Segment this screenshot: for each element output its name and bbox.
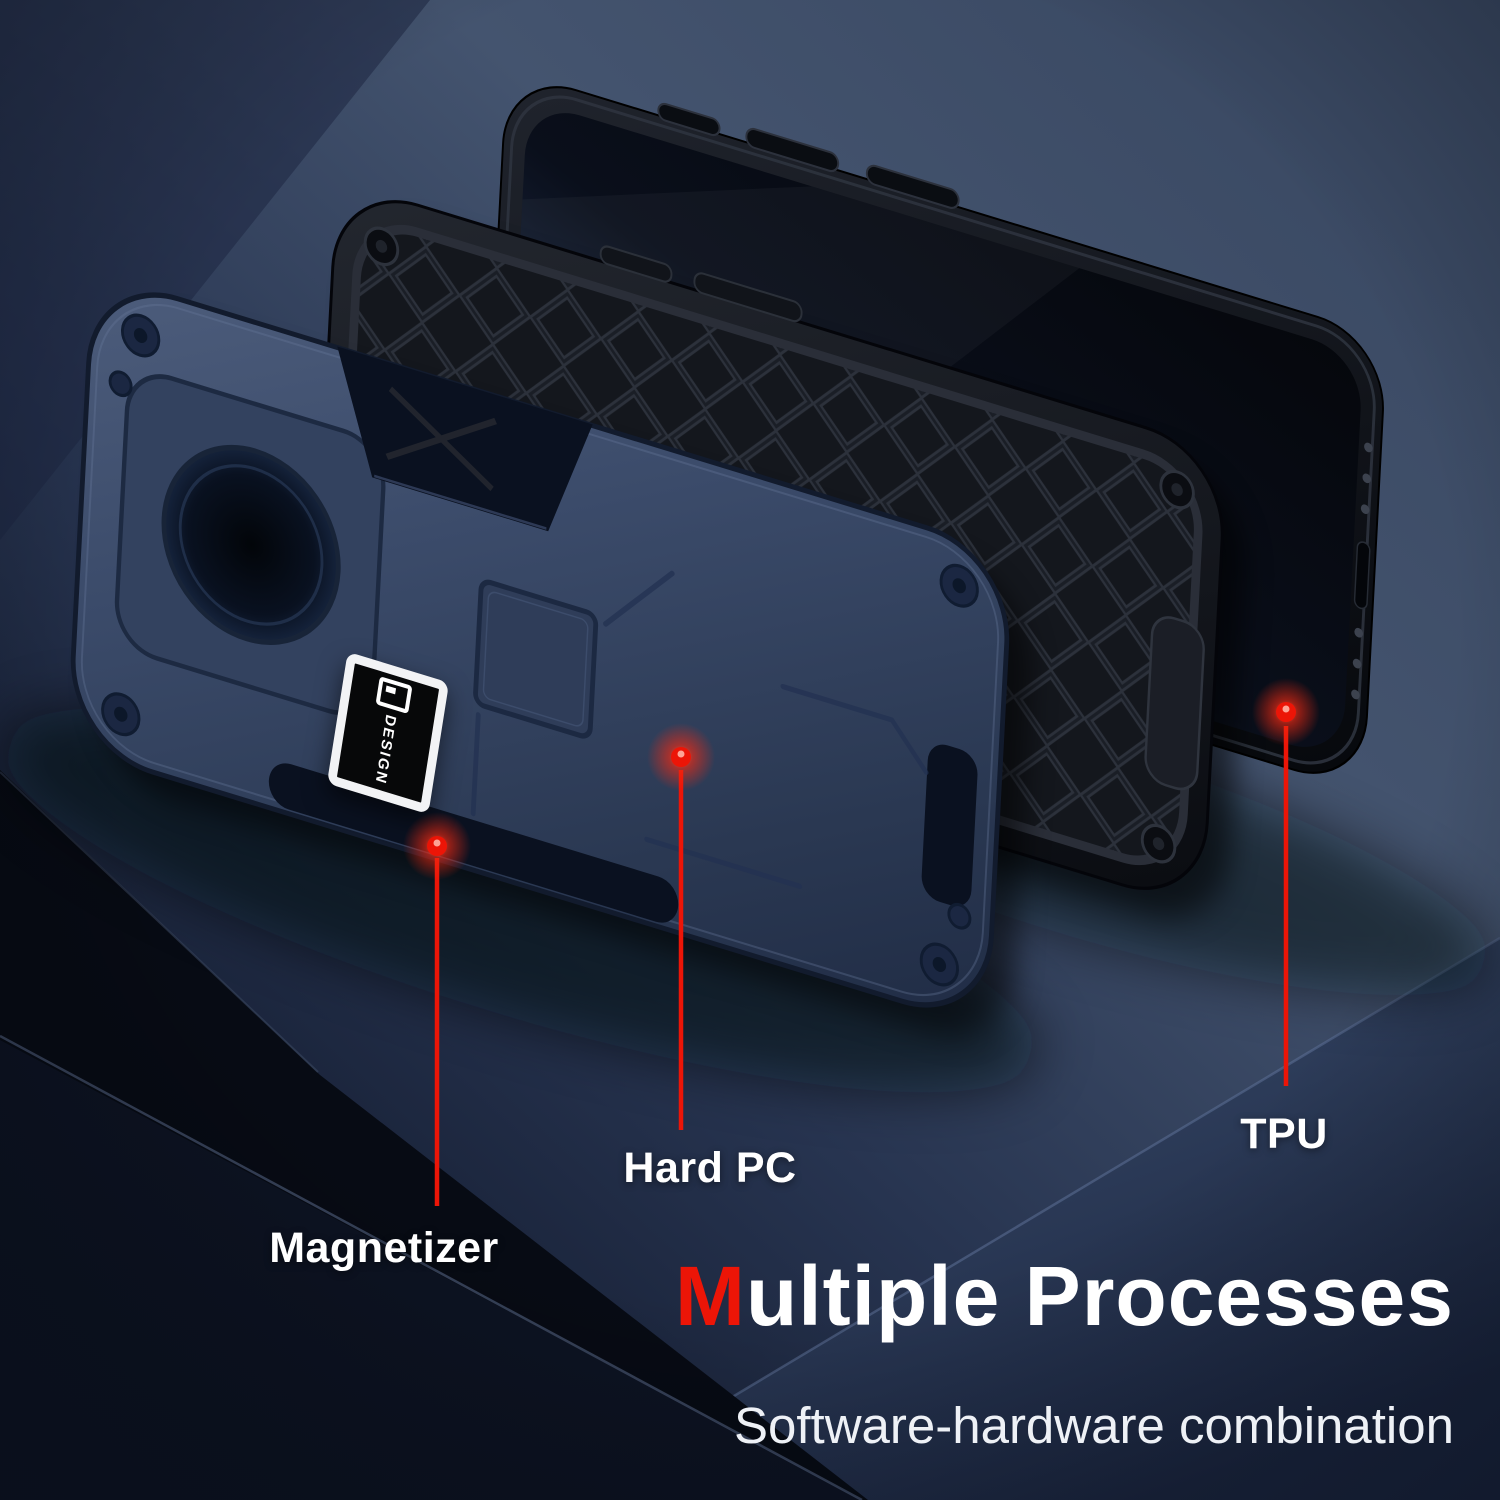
subheadline: Software-hardware combination [733,1397,1454,1454]
kickstand-slot [268,763,679,923]
design-badge-text: DESIGN [371,712,399,787]
case-corner-screw-holes [114,328,966,972]
headline: Multiple Processes [675,1252,1454,1340]
phone-side-buttons [657,102,960,209]
camera-island [114,374,386,716]
center-emboss [473,579,599,739]
phone-charging-port [1353,541,1371,610]
label-magnetizer: Magnetizer [269,1224,499,1272]
marker-magnetizer [403,812,471,880]
phone-speaker-holes [1351,442,1373,700]
marker-hard-pc [647,723,715,791]
tpu-button-cover [1144,616,1205,791]
marker-tpu [1252,678,1320,746]
tpu-side-buttons [599,245,803,323]
callout-markers [403,678,1320,1206]
design-logo-icon [375,676,413,715]
label-hard-pc: Hard PC [623,1144,797,1192]
hard-pc-case [70,292,1010,1008]
side-cutout [921,744,978,907]
headline-rest: ultiple Processes [746,1249,1454,1343]
label-tpu: TPU [1240,1110,1328,1158]
headline-lead-letter: M [675,1249,746,1343]
kickstand-window [337,346,593,532]
case-panel-lines [470,570,929,889]
